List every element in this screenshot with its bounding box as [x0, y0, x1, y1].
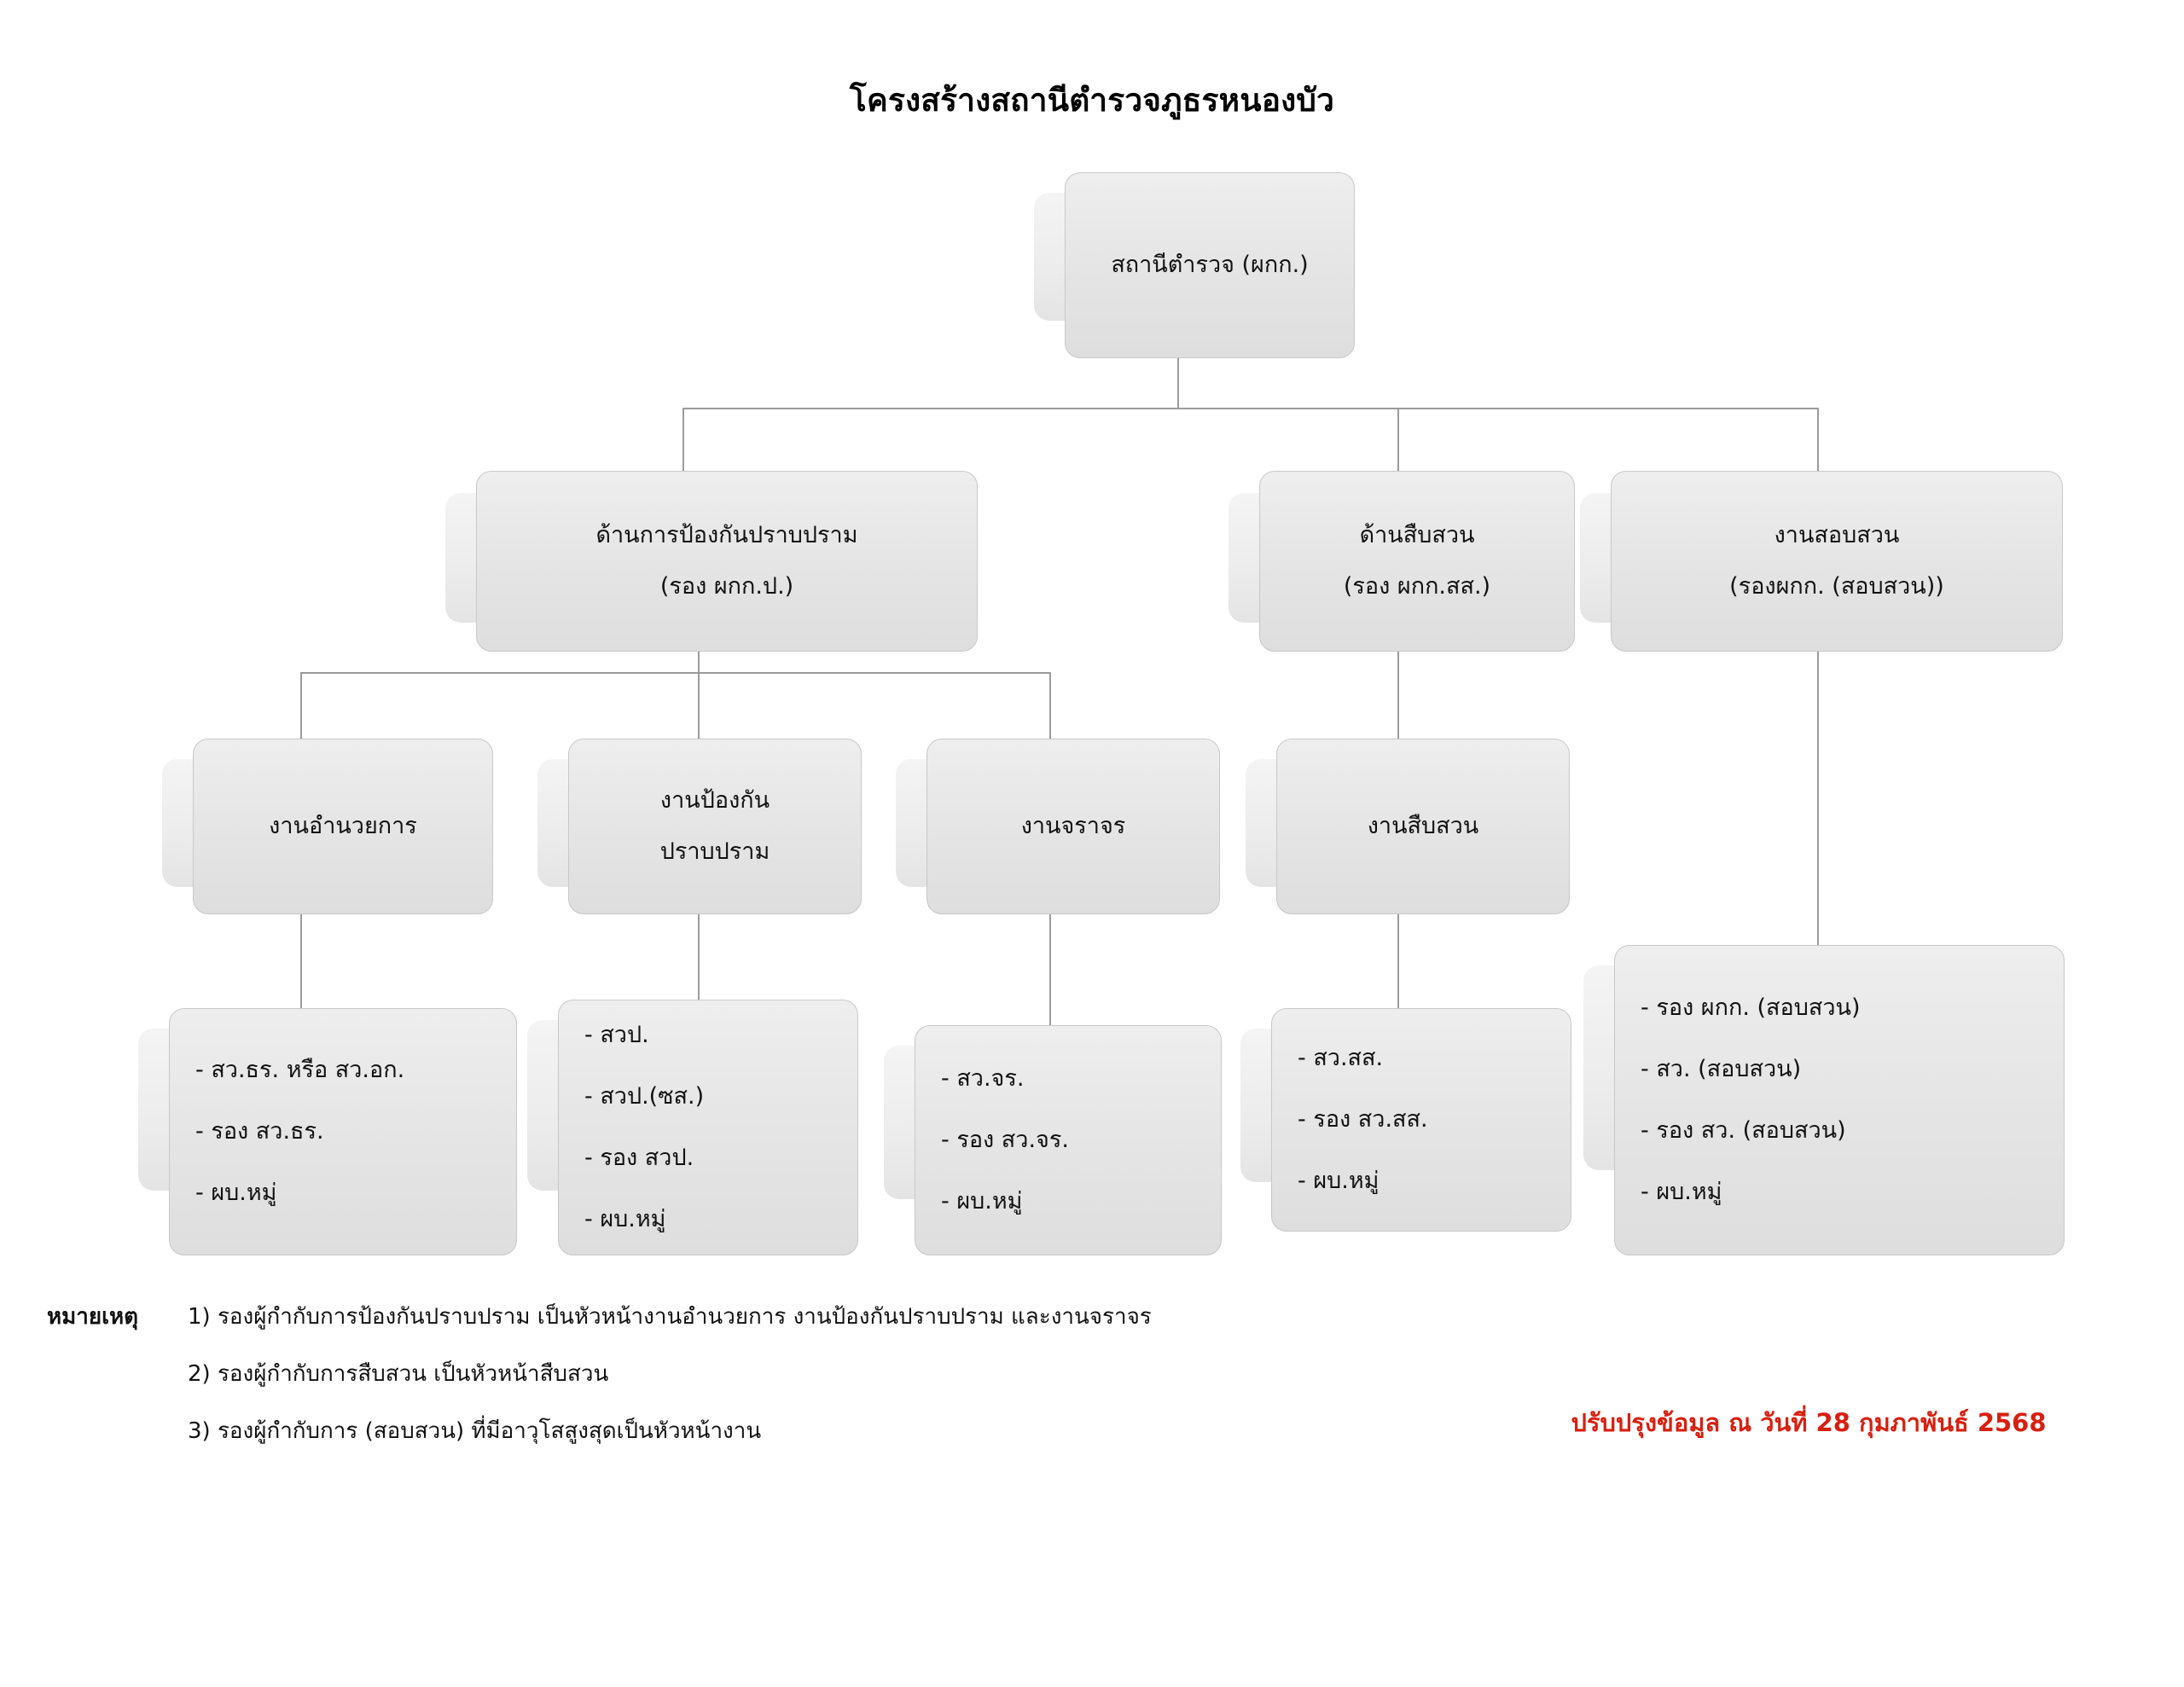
connector-traffic-to-staff [1049, 914, 1051, 1025]
node-branch-inquiry-line1: งานสอบสวน [1774, 522, 1900, 549]
node-root-line1: สถานีตำรวจ (ผกก.) [1111, 252, 1309, 279]
connector-level3-bus [300, 672, 1049, 674]
staff-item: - รอง สว.ธร. [195, 1118, 324, 1145]
footnotes-label: หมายเหตุ [47, 1304, 139, 1330]
connector-drop-investigation [1397, 408, 1399, 472]
staff-item: - สว.ธร. หรือ สว.อก. [195, 1057, 405, 1084]
staff-item: - ผบ.หมู่ [195, 1179, 277, 1206]
staff-box-prevention[interactable]: - สวป. - สวป.(ซส.) - รอง สวป. - ผบ.หมู่ [558, 1000, 858, 1255]
connector-drop-inquiry [1817, 408, 1819, 472]
connector-admin-to-staff [300, 914, 302, 1008]
node-unit-traffic[interactable]: งานจราจร [926, 739, 1220, 914]
connector-level2-bus [682, 408, 1819, 409]
node-branch-inquiry-line2: (รองผกก. (สอบสวน)) [1729, 573, 1944, 600]
node-unit-investigation[interactable]: งานสืบสวน [1276, 739, 1570, 914]
node-unit-traffic-line1: งานจราจร [1020, 813, 1126, 840]
node-unit-admin[interactable]: งานอำนวยการ [193, 739, 493, 914]
connector-branch-investigation-to-unit [1397, 650, 1399, 739]
connector-drop-unit-prevention [698, 672, 700, 739]
staff-item: - สว. (สอบสวน) [1641, 1056, 1802, 1083]
staff-box-inquiry[interactable]: - รอง ผกก. (สอบสวน) - สว. (สอบสวน) - รอง… [1614, 945, 2065, 1255]
node-branch-investigation-line1: ด้านสืบสวน [1359, 522, 1475, 549]
staff-item: - ผบ.หมู่ [584, 1205, 666, 1232]
connector-drop-prevention [682, 408, 684, 472]
node-branch-investigation[interactable]: ด้านสืบสวน (รอง ผกก.สส.) [1259, 471, 1575, 652]
footnote-item: 1) รองผู้กำกับการป้องกันปราบปราม เป็นหัว… [188, 1304, 1152, 1330]
node-unit-prevention-line1: งานป้องกัน [659, 787, 770, 815]
staff-item: - สวป.(ซส.) [584, 1083, 705, 1110]
connector-inquiry-to-staff [1817, 650, 1819, 945]
node-unit-prevention[interactable]: งานป้องกัน ปราบปราม [568, 739, 862, 914]
staff-item: - รอง สว. (สอบสวน) [1641, 1117, 1846, 1144]
staff-box-investigation[interactable]: - สว.สส. - รอง สว.สส. - ผบ.หมู่ [1271, 1008, 1571, 1232]
connector-root-down [1177, 357, 1179, 409]
connector-drop-traffic [1049, 672, 1051, 739]
footnote-item: 2) รองผู้กำกับการสืบสวน เป็นหัวหน้าสืบสว… [188, 1361, 609, 1387]
staff-item: - สว.จร. [941, 1065, 1025, 1093]
node-unit-investigation-line1: งานสืบสวน [1367, 813, 1479, 840]
staff-item: - ผบ.หมู่ [941, 1187, 1023, 1215]
page-title: โครงสร้างสถานีตำรวจภูธรหนองบัว [849, 82, 1335, 119]
staff-box-traffic[interactable]: - สว.จร. - รอง สว.จร. - ผบ.หมู่ [915, 1025, 1222, 1255]
node-branch-prevention[interactable]: ด้านการป้องกันปราบปราม (รอง ผกก.ป.) [476, 471, 978, 652]
footnote-item: 3) รองผู้กำกับการ (สอบสวน) ที่มีอาวุโสสู… [188, 1418, 762, 1444]
staff-item: - สวป. [584, 1022, 649, 1049]
connector-unit-prevention-to-staff [698, 914, 700, 1000]
node-unit-prevention-line2: ปราบปราม [659, 838, 770, 865]
node-root[interactable]: สถานีตำรวจ (ผกก.) [1065, 172, 1355, 358]
staff-item: - รอง สว.สส. [1298, 1106, 1428, 1133]
staff-box-admin[interactable]: - สว.ธร. หรือ สว.อก. - รอง สว.ธร. - ผบ.ห… [169, 1008, 517, 1255]
connector-prevention-down [698, 650, 700, 674]
staff-item: - สว.สส. [1298, 1045, 1384, 1072]
node-branch-inquiry[interactable]: งานสอบสวน (รองผกก. (สอบสวน)) [1611, 471, 2063, 652]
last-updated-text: ปรับปรุงข้อมูล ณ วันที่ 28 กุมภาพันธ์ 25… [1571, 1408, 2047, 1437]
node-branch-prevention-line2: (รอง ผกก.ป.) [659, 573, 794, 600]
connector-drop-admin [300, 672, 302, 739]
staff-item: - รอง สว.จร. [941, 1127, 1069, 1154]
node-branch-prevention-line1: ด้านการป้องกันปราบปราม [595, 522, 858, 549]
staff-item: - รอง สวป. [584, 1145, 694, 1171]
staff-item: - ผบ.หมู่ [1298, 1167, 1380, 1194]
node-unit-admin-line1: งานอำนวยการ [269, 813, 417, 840]
node-branch-investigation-line2: (รอง ผกก.สส.) [1343, 573, 1491, 600]
connector-unit-investigation-to-staff [1397, 914, 1399, 1008]
staff-item: - ผบ.หมู่ [1641, 1178, 1722, 1205]
staff-item: - รอง ผกก. (สอบสวน) [1641, 994, 1861, 1022]
